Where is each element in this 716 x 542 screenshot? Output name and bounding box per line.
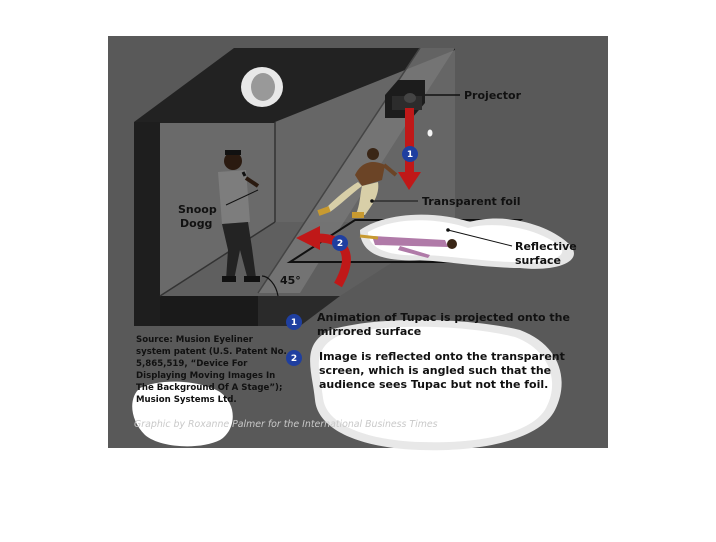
white-blob-left (132, 381, 233, 447)
svg-text:2: 2 (337, 239, 343, 249)
source-line4: Displaying Moving Images In (136, 371, 275, 381)
stage-front-base (160, 296, 258, 326)
stage-left-wall (160, 122, 275, 296)
svg-text:2: 2 (291, 354, 297, 364)
step2-diagram-badge (332, 235, 348, 251)
stage-front-base-side (258, 296, 340, 326)
graphic-credit: Graphic by Roxanne Palmer for the Intern… (134, 419, 438, 430)
stage-left-pillar (134, 122, 160, 326)
reflection-arrow (296, 226, 351, 288)
projector-device (385, 80, 460, 118)
step1-badge (286, 314, 302, 330)
source-line5: The Background Of A Stage”); (136, 383, 282, 393)
source-line1: Source: Musion Eyeliner (136, 335, 254, 345)
angle-arc (261, 275, 279, 297)
step1-diagram-badge (402, 146, 418, 162)
transparent-foil-label: Transparent foil (422, 195, 521, 208)
angle-label: 45° (280, 274, 301, 287)
snoop-label-line2: Dogg (180, 217, 212, 230)
step2-line1: Image is reflected onto the transparent (319, 350, 565, 363)
step2-line2: screen, which is angled such that the (319, 364, 551, 377)
reclined-figure (359, 234, 457, 258)
step2-line3: audience sees Tupac but not the foil. (319, 378, 548, 391)
tupac-figure (317, 148, 398, 218)
source-line6: Musion Systems Ltd. (136, 395, 237, 405)
reflective-label-line2: surface (515, 254, 561, 267)
snoop-label-line1: Snoop (178, 203, 217, 216)
svg-text:1: 1 (291, 318, 297, 328)
svg-text:1: 1 (407, 150, 413, 160)
projector-label: Projector (464, 89, 522, 102)
source-line2: system patent (U.S. Patent No. (136, 347, 287, 357)
reflective-label-line1: Reflective (515, 240, 577, 253)
source-line3: 5,865,519, “Device For (136, 359, 248, 369)
step1-line1: Animation of Tupac is projected onto the (317, 311, 570, 324)
step1-line2: mirrored surface (317, 325, 421, 338)
glint (427, 129, 433, 137)
projection-arrow (398, 108, 421, 190)
snoop-dogg-figure (218, 150, 260, 282)
step2-badge (286, 350, 302, 366)
